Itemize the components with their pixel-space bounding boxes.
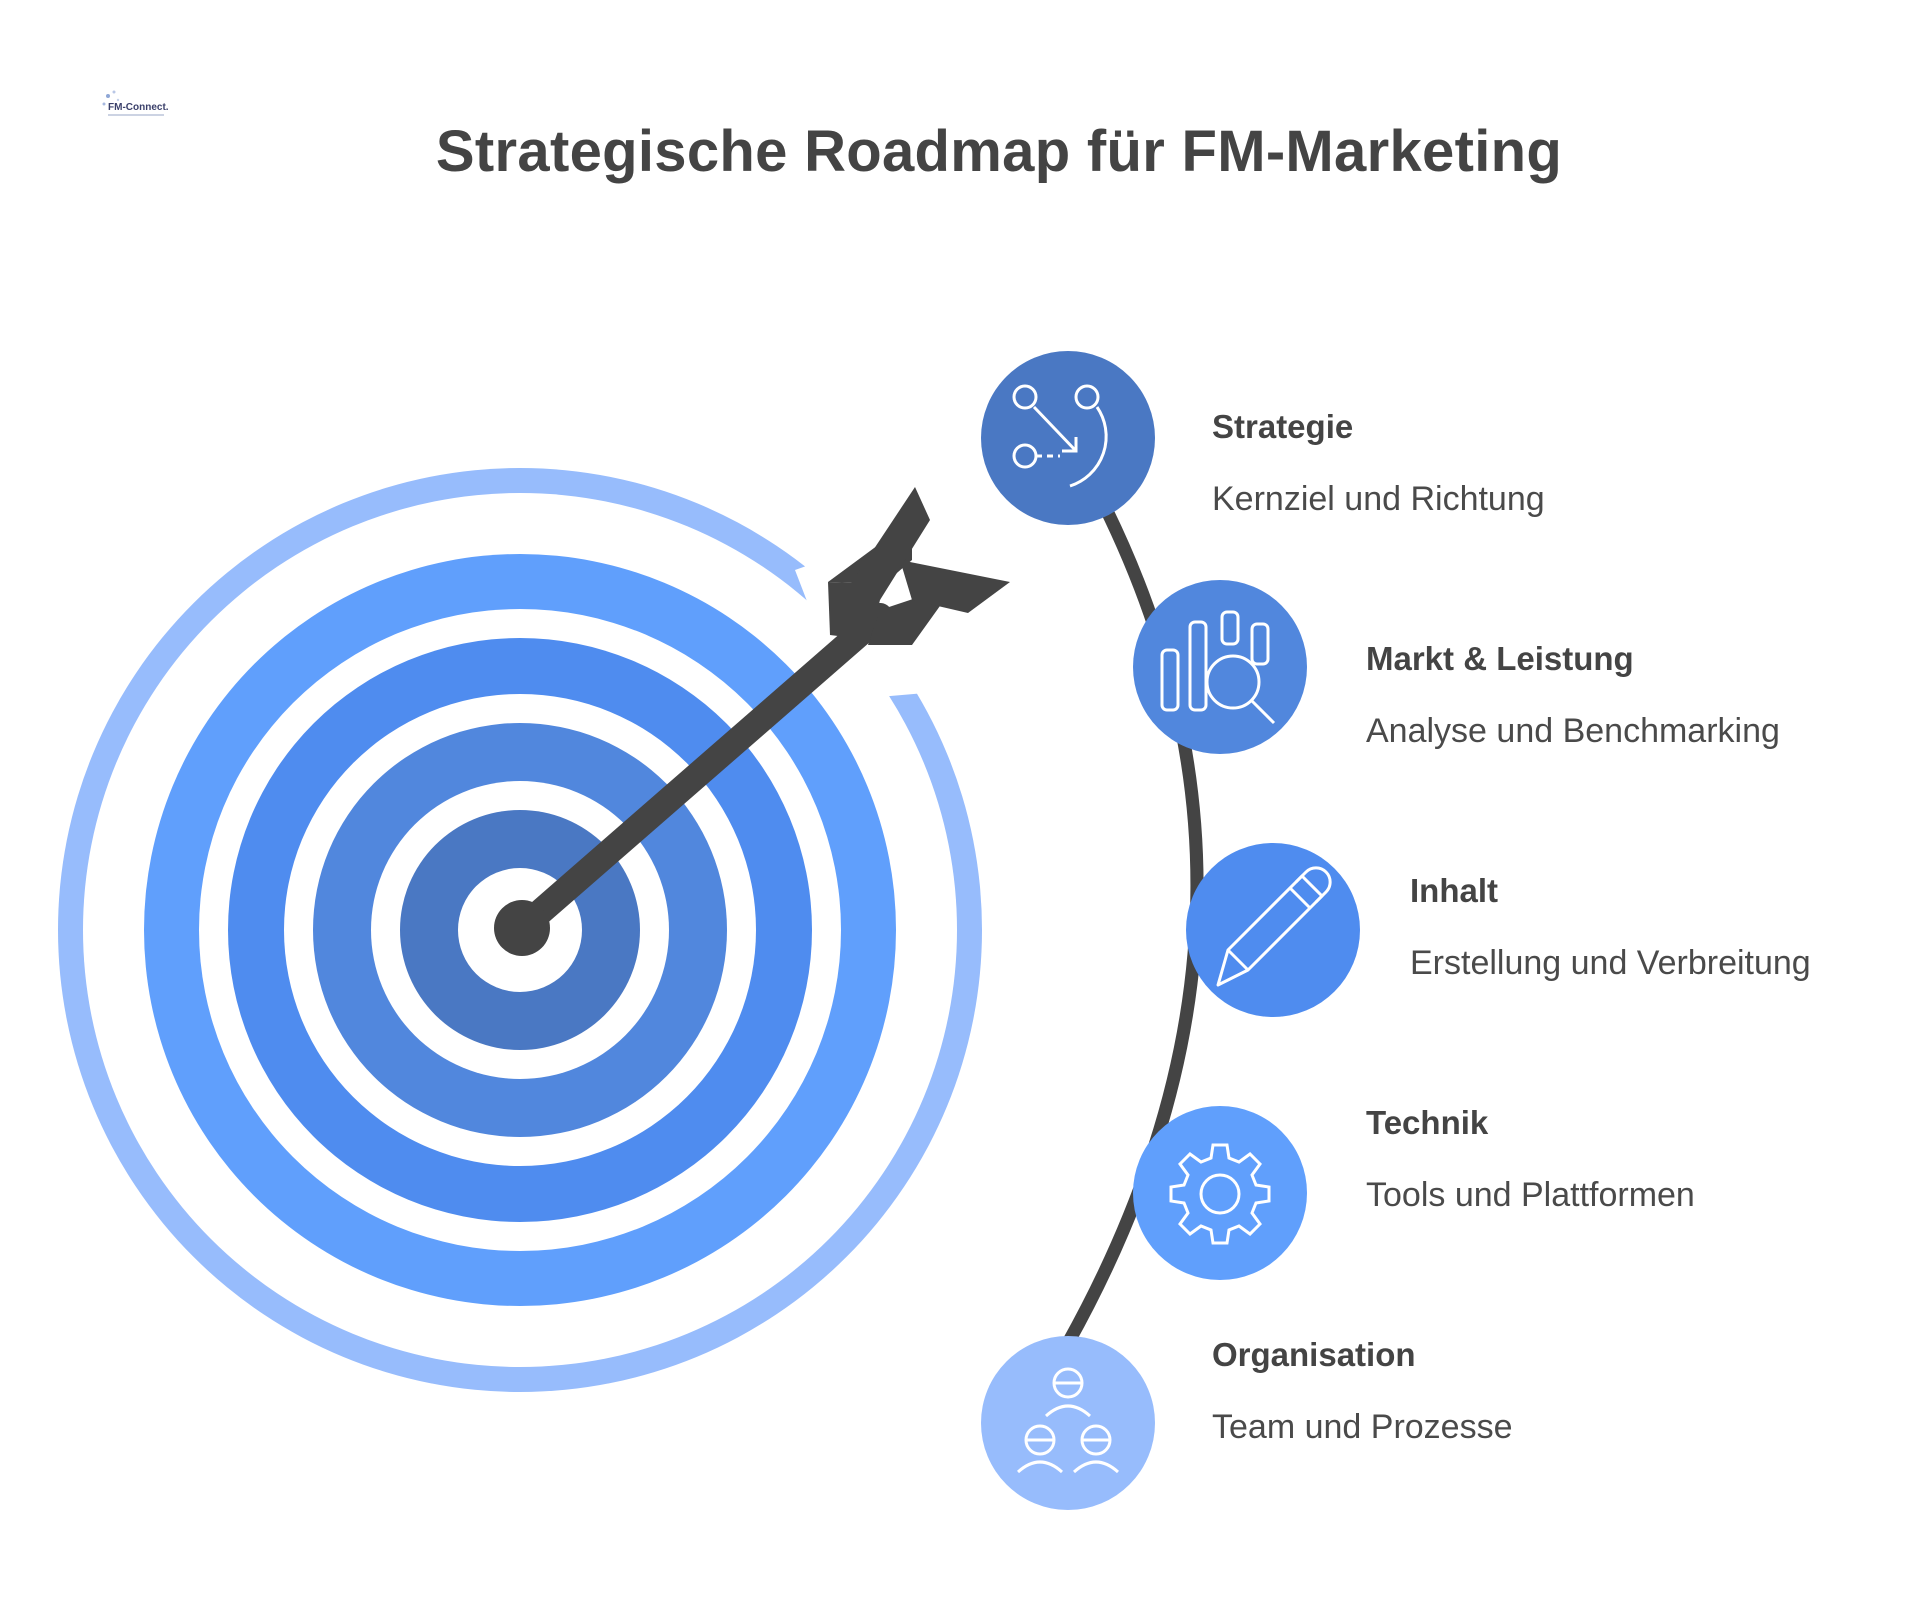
step-organisation-label: Organisation — [1212, 1336, 1416, 1373]
analysis-chart-icon — [1160, 610, 1276, 725]
pen-icon — [1216, 866, 1332, 987]
strategy-path-icon — [1012, 384, 1108, 488]
step-strategie — [981, 351, 1155, 525]
svg-text:FM-Connect.com: FM-Connect.com — [108, 102, 168, 113]
step-technik-description: Tools und Plattformen — [1366, 1176, 1695, 1214]
step-inhalt — [1186, 843, 1360, 1017]
step-strategie-label: Strategie — [1212, 408, 1354, 445]
team-icon — [1016, 1367, 1120, 1474]
step-inhalt-label: Inhalt — [1410, 872, 1498, 909]
gear-icon — [1169, 1143, 1271, 1245]
step-organisation — [981, 1336, 1155, 1510]
step-inhalt-description: Erstellung und Verbreitung — [1410, 944, 1811, 982]
page-title: Strategische Roadmap für FM-Marketing — [435, 119, 1563, 184]
step-organisation-description: Team und Prozesse — [1212, 1408, 1513, 1446]
step-markt-leistung — [1133, 580, 1307, 754]
step-markt-leistung-label: Markt & Leistung — [1366, 640, 1634, 677]
step-markt-leistung-description: Analyse und Benchmarking — [1366, 712, 1780, 750]
arrow-icon — [494, 487, 1010, 956]
step-technik — [1133, 1106, 1307, 1280]
roadmap-connector — [1062, 434, 1204, 1347]
step-strategie-description: Kernziel und Richtung — [1212, 480, 1545, 518]
step-technik-label: Technik — [1366, 1104, 1489, 1141]
company-logo: FM-Connect.com — [102, 90, 168, 116]
